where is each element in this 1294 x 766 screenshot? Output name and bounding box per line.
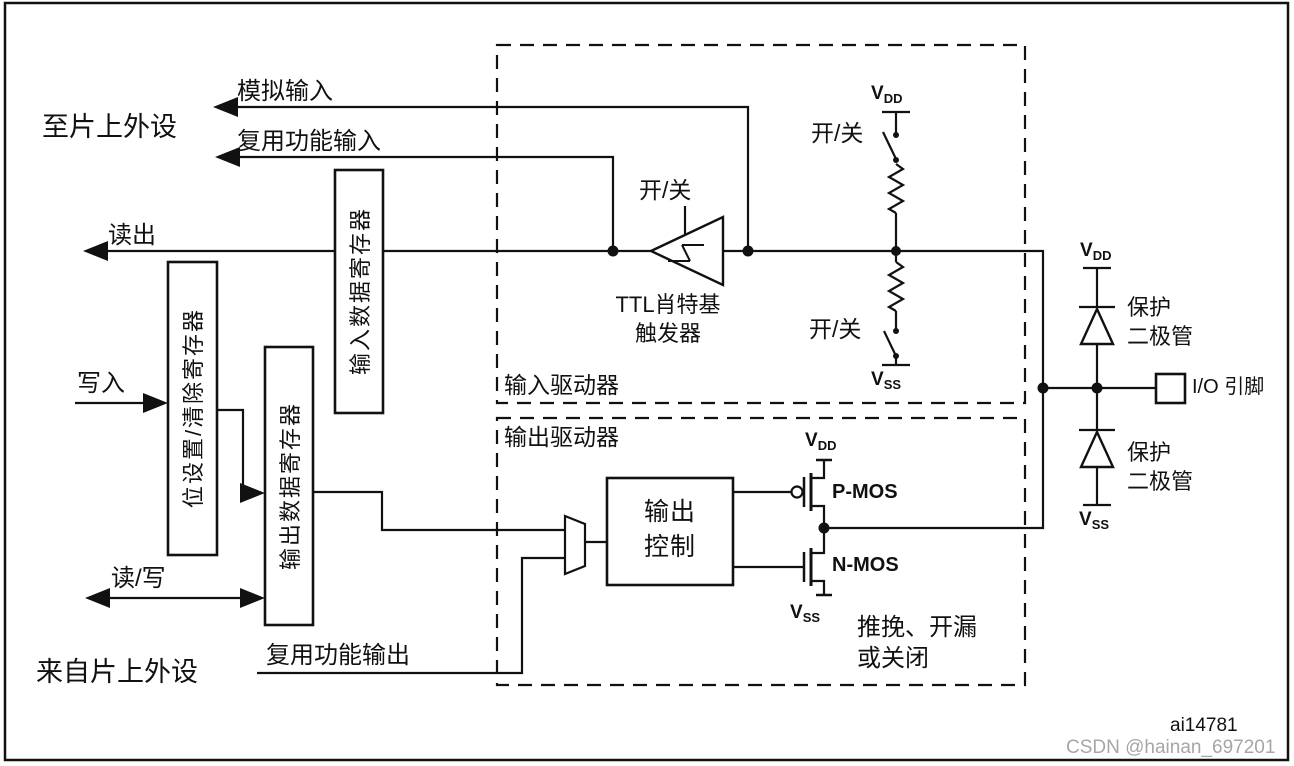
arrowheads	[83, 97, 265, 608]
input-driver-label: 输入驱动器	[504, 372, 619, 398]
pullup-switch-lever	[882, 131, 897, 160]
read-write-label: 读/写	[111, 565, 166, 592]
analog-input-label: 模拟输入	[237, 78, 333, 105]
protection-diode-lower-line1: 保护	[1127, 440, 1172, 465]
wire-af-input	[238, 155, 615, 251]
arrow-read-out	[83, 241, 108, 261]
write-in-label: 写入	[77, 370, 125, 397]
bit-set-reset-register-box	[166, 260, 219, 557]
io-pin-label: I/O 引脚	[1192, 376, 1265, 398]
watermark: CSDN @hainan_697201	[1066, 737, 1276, 758]
wire-analog-input	[236, 105, 750, 251]
mosfets	[790, 458, 832, 597]
nmos-symbol	[802, 528, 832, 597]
bit-set-reset-register-label: 位设置/清除寄存器	[181, 307, 206, 509]
junction-dots	[607, 132, 1103, 534]
drive-modes-line1: 推挽、开漏	[857, 614, 977, 641]
mux-symbol	[563, 514, 587, 576]
pullup-resistor	[886, 163, 906, 214]
output-data-register-label: 输出数据寄存器	[278, 401, 303, 571]
schmitt-trigger-symbol	[648, 215, 725, 287]
arrow-bitset-to-odr	[240, 483, 265, 503]
arrow-write-in	[143, 393, 168, 413]
vss-diode-label: VSS	[1079, 509, 1110, 532]
output-control-box	[605, 476, 735, 587]
output-control-line1: 输出	[643, 498, 696, 526]
onoff-pulldown-label: 开/关	[809, 316, 862, 342]
vdd-pullup-label: VDD	[871, 83, 903, 106]
output-control-label: 输出 控制	[607, 495, 733, 565]
protection-diode-lower-label: 保护 二极管	[1127, 439, 1193, 496]
drive-modes-line2: 或关闭	[857, 645, 929, 673]
output-driver-label: 输出驱动器	[504, 424, 619, 450]
wire-odr-to-mux	[313, 490, 565, 532]
input-data-register-label: 输入数据寄存器	[348, 206, 373, 376]
protection-diode-upper-line1: 保护	[1127, 295, 1172, 320]
input-data-register-box	[333, 168, 385, 415]
onoff-schmitt-label: 开/关	[639, 177, 692, 203]
af-output-label: 复用功能输出	[266, 642, 410, 669]
output-data-register-box	[263, 345, 315, 627]
pmos-label: P-MOS	[832, 481, 898, 503]
schmitt-trigger-label: TTL肖特基 触发器	[588, 291, 748, 348]
from-peripherals-label: 来自片上外设	[36, 657, 198, 687]
input-driver-box	[495, 43, 1027, 405]
vss-nmos-label: VSS	[790, 602, 821, 625]
protection-diode-upper	[1079, 306, 1115, 346]
wire-af-output	[257, 556, 565, 675]
output-control-line2: 控制	[643, 533, 696, 561]
protection-diode-lower-line2: 二极管	[1127, 468, 1194, 494]
af-input-label: 复用功能输入	[237, 128, 381, 155]
outer-border	[3, 1, 1290, 762]
read-out-label: 读出	[108, 222, 156, 249]
onoff-pullup-label: 开/关	[811, 120, 864, 146]
io-pin-square	[1154, 372, 1187, 405]
wire-bitset-to-odr	[217, 408, 246, 495]
arrow-read-write-right	[240, 588, 265, 608]
nmos-label: N-MOS	[832, 554, 899, 576]
driver-dashed-boxes	[495, 43, 1027, 687]
pulldown-switch-lever	[883, 330, 897, 357]
protection-diode-upper-line2: 二极管	[1127, 323, 1194, 349]
output-driver-box	[495, 416, 1027, 687]
vss-pulldown-label: VSS	[871, 369, 902, 392]
schmitt-trigger-label-line2: 触发器	[634, 320, 701, 346]
pmos-symbol	[790, 458, 832, 528]
arrow-af-input	[215, 147, 240, 167]
arrow-analog-input	[213, 97, 238, 117]
protection-diode-upper-label: 保护 二极管	[1127, 294, 1193, 351]
arrow-read-write-left	[85, 588, 110, 608]
protection-diode-lower	[1079, 429, 1115, 469]
figure-id: ai14781	[1170, 715, 1238, 736]
drive-modes-label: 推挽、开漏 或关闭	[857, 612, 977, 674]
to-peripherals-label: 至片上外设	[42, 112, 177, 142]
vdd-diode-label: VDD	[1080, 240, 1112, 263]
register-boxes	[166, 168, 385, 627]
pulldown-resistor	[886, 261, 906, 312]
vdd-pmos-label: VDD	[805, 430, 837, 453]
wires	[75, 105, 1156, 675]
schmitt-trigger-label-line1: TTL肖特基	[615, 292, 721, 317]
